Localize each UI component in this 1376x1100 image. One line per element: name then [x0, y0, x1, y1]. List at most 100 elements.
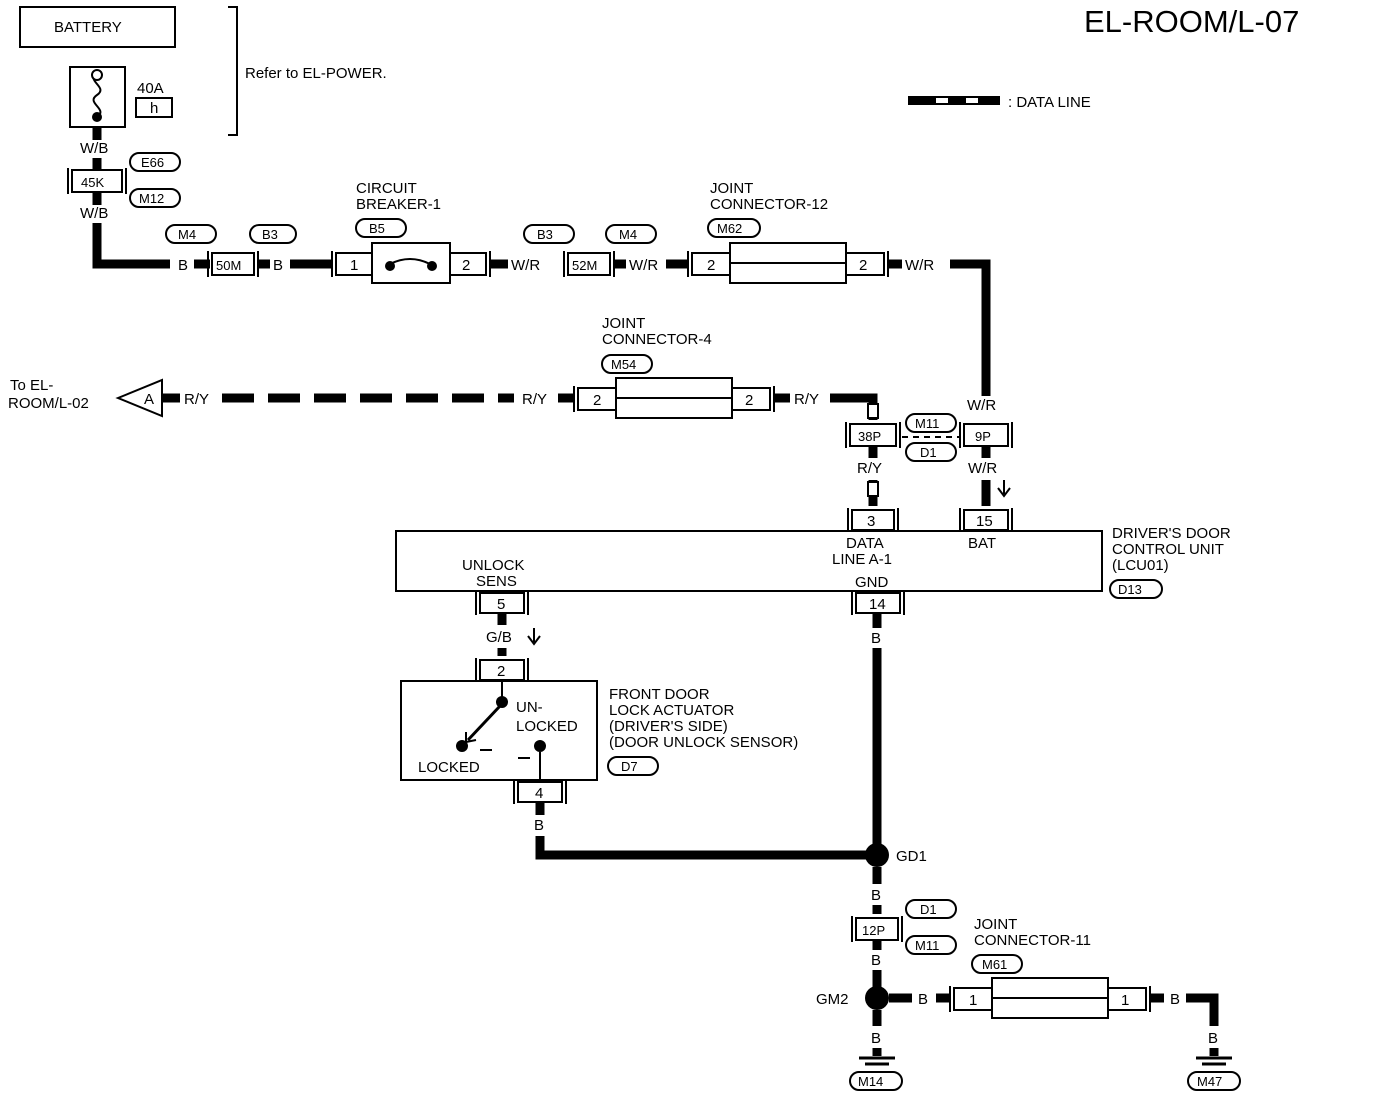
wire-color-b-4: B	[871, 630, 881, 647]
power-note: Refer to EL-POWER.	[245, 65, 387, 82]
connector-id-d1-b	[905, 899, 957, 919]
diagram-title: EL-ROOM/L-07	[1084, 4, 1299, 39]
j11-pin-right: 1	[1121, 992, 1129, 1009]
connector-id-m14	[849, 1071, 903, 1091]
fuse-letter-box	[135, 97, 173, 118]
svg-text:B5: B5	[369, 221, 385, 236]
wire-color-b-1: B	[178, 257, 188, 274]
svg-text:B3: B3	[537, 227, 553, 242]
dcu-title-1: DRIVER'S DOOR	[1112, 525, 1231, 542]
wire-color-b-5: B	[871, 887, 881, 904]
svg-text:45K: 45K	[81, 175, 104, 190]
joint-connector-12: 2 2	[687, 242, 889, 284]
svg-text:D13: D13	[1118, 582, 1142, 597]
j12-pin-left: 2	[707, 257, 715, 274]
svg-text:A: A	[144, 391, 154, 408]
svg-text:D1: D1	[920, 445, 937, 460]
connector-12p: 12P	[851, 916, 903, 942]
svg-text:38P: 38P	[858, 429, 881, 444]
dcu-title-2: CONTROL UNIT	[1112, 541, 1224, 558]
connector-9p: 9P	[959, 422, 1013, 448]
svg-text:B3: B3	[262, 227, 278, 242]
actuator-title-4: (DOOR UNLOCK SENSOR)	[609, 734, 798, 751]
svg-text:52M: 52M	[572, 258, 597, 273]
connector-52m: 52M	[563, 251, 615, 277]
data-line-to-38p	[830, 393, 878, 420]
connector-id-m4-b	[605, 224, 657, 244]
ground-gm2-label: GM2	[816, 991, 849, 1008]
current-arrow-icon-2	[527, 628, 541, 646]
connector-id-b3-b	[523, 224, 575, 244]
connector-id-m47	[1187, 1071, 1241, 1091]
wire-color-gb: G/B	[486, 629, 512, 646]
unlocked-contact	[496, 696, 508, 708]
connector-id-m54	[601, 354, 653, 374]
wire-color-wr-3: W/R	[905, 257, 934, 274]
wire-color-wr-4: W/R	[967, 397, 996, 414]
battery	[19, 6, 176, 48]
joint12-title-2: CONNECTOR-12	[710, 196, 828, 213]
wire-color-b-9: B	[1208, 1030, 1218, 1047]
svg-text:M61: M61	[982, 957, 1007, 972]
wire-to-m47	[1186, 993, 1219, 1026]
svg-text:D7: D7	[621, 759, 638, 774]
connector-50m: 50M	[207, 251, 259, 277]
ground-splice-gd1	[865, 843, 889, 867]
actuator-locked: LOCKED	[418, 759, 480, 776]
ground-symbol-m14	[859, 1056, 895, 1066]
wire-color-ry-2: R/Y	[522, 391, 547, 408]
svg-text:9P: 9P	[975, 429, 991, 444]
fuse-rating: 40A	[137, 80, 164, 97]
svg-text:M11: M11	[915, 938, 939, 953]
joint11-title-1: JOINT	[974, 916, 1017, 933]
svg-text:M11: M11	[915, 416, 939, 431]
wire-color-ry-1: R/Y	[184, 391, 209, 408]
svg-text:3: 3	[867, 513, 875, 530]
svg-text:M4: M4	[619, 227, 637, 242]
dcu-term-unlock-2: SENS	[476, 573, 517, 590]
dcu-title-3: (LCU01)	[1112, 557, 1169, 574]
svg-text:15: 15	[976, 513, 993, 530]
joint4-title-2: CONNECTOR-4	[602, 331, 712, 348]
joint-connector-11: 1 1	[949, 977, 1151, 1019]
ground-gd1-label: GD1	[896, 848, 927, 865]
locked-contact	[456, 740, 468, 752]
wire-wr-down	[950, 259, 991, 396]
cb-pin-1: 1	[350, 257, 358, 274]
wire-color-b-10: B	[871, 1030, 881, 1047]
dcu-term-gnd: GND	[855, 574, 889, 591]
power-bracket	[228, 6, 238, 136]
svg-text:14: 14	[869, 596, 886, 613]
dcu-term-data-1: DATA	[846, 535, 884, 552]
joint11-title-2: CONNECTOR-11	[974, 932, 1091, 949]
j11-pin-left: 1	[969, 992, 977, 1009]
connector-id-m4-a	[165, 224, 217, 244]
wire-color-wb-2: W/B	[80, 205, 108, 222]
connector-id-e66	[129, 152, 181, 172]
circuit-breaker-title-1: CIRCUIT	[356, 180, 417, 197]
svg-text:M62: M62	[717, 221, 742, 236]
common-contact	[534, 740, 546, 752]
wire-color-wr-1: W/R	[511, 257, 540, 274]
wire-color-wr-2: W/R	[629, 257, 658, 274]
ground-splice-gm2	[865, 986, 889, 1010]
current-arrow-icon	[997, 480, 1011, 498]
j12-pin-right: 2	[859, 257, 867, 274]
wire-color-b-8: B	[1170, 991, 1180, 1008]
offpage-connector-a: A	[115, 378, 163, 418]
cb-pin-2: 2	[462, 257, 470, 274]
connector-id-b3-a	[249, 224, 297, 244]
j4-pin-left: 2	[593, 392, 601, 409]
dcu-pin-15: 15	[959, 508, 1013, 532]
actuator-unlocked-1: UN-	[516, 699, 543, 716]
wire-color-b-6: B	[871, 952, 881, 969]
svg-text:M12: M12	[139, 191, 164, 206]
wire-color-b-7: B	[918, 991, 928, 1008]
svg-text:4: 4	[535, 785, 543, 802]
connector-id-m61	[971, 954, 1023, 974]
connector-38p: 38P	[845, 422, 901, 448]
svg-text:5: 5	[497, 596, 505, 613]
dcu-pin-14: 14	[851, 591, 905, 615]
data-line-legend-label: : DATA LINE	[1008, 94, 1091, 111]
